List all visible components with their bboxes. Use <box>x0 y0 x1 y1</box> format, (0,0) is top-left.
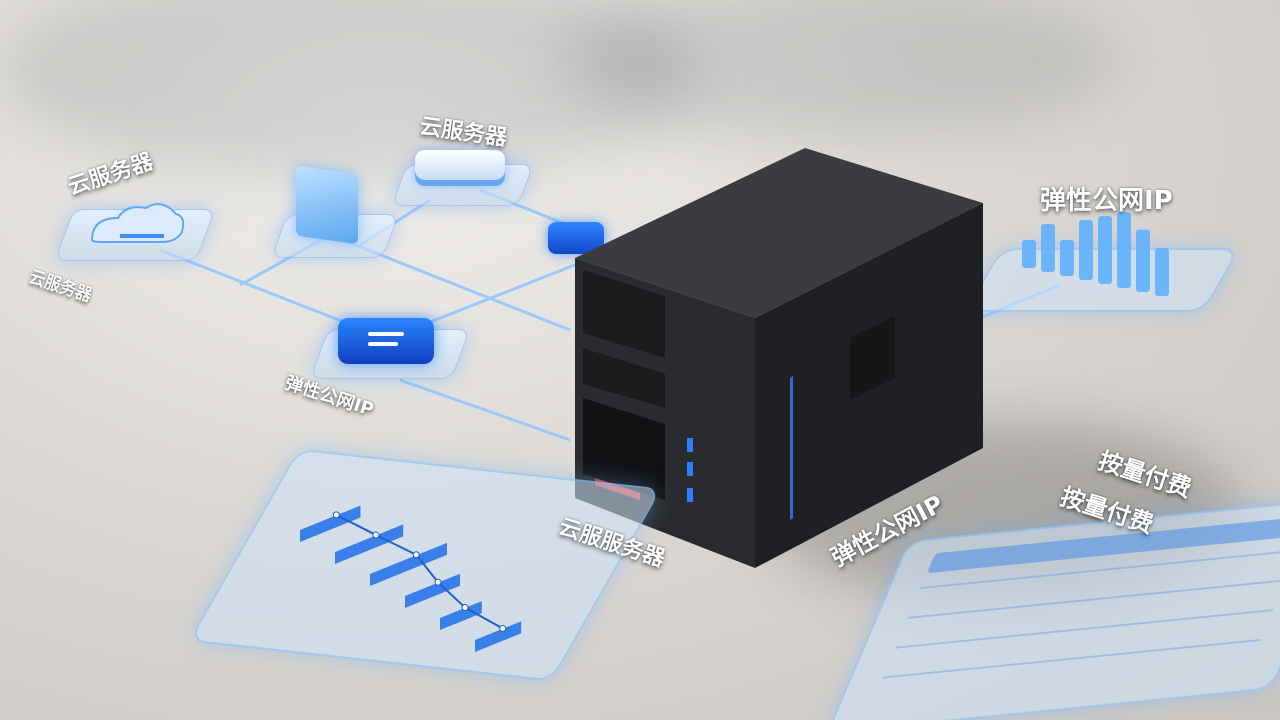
chart-bar <box>1136 229 1150 292</box>
chart-bar <box>1098 216 1112 284</box>
trend-point <box>332 511 340 519</box>
foliage-shadow <box>0 0 700 180</box>
chart-bar <box>1155 248 1169 296</box>
nas-server[interactable] <box>565 138 985 568</box>
chart-bar <box>1079 220 1093 280</box>
trend-point <box>434 578 442 586</box>
drive-bay <box>583 348 665 408</box>
chart-bar <box>300 505 361 542</box>
network-link <box>409 253 601 332</box>
trend-point <box>499 624 507 632</box>
nas-server-body <box>575 148 983 568</box>
chart-bar <box>1022 240 1036 268</box>
server-tile-icon <box>415 150 505 186</box>
usb-port <box>687 462 693 476</box>
drive-bay <box>583 270 665 358</box>
chart-bar <box>1117 212 1131 288</box>
foliage-shadow <box>560 0 1120 140</box>
chart-bar <box>335 524 404 564</box>
chart-bar <box>1041 224 1055 272</box>
trend-point <box>461 604 469 612</box>
table-row <box>881 638 1261 679</box>
chart-bar <box>405 573 460 608</box>
chart-bar <box>475 621 522 652</box>
side-vent <box>850 316 895 400</box>
led-strip <box>790 376 793 520</box>
chart-bar <box>440 601 482 630</box>
cloud-icon <box>90 203 185 243</box>
network-link <box>399 378 571 442</box>
trend-point <box>412 551 420 559</box>
label-elastic-ip-right: 弹性公网IP <box>1040 186 1173 216</box>
usb-port <box>687 488 693 502</box>
elastic-ip-icon <box>338 318 434 364</box>
chart-bar <box>1060 240 1074 276</box>
trend-point <box>372 531 380 539</box>
nas-top <box>575 148 983 318</box>
mesh-grille <box>583 398 665 500</box>
usb-port <box>687 438 693 452</box>
chart-bar <box>370 542 447 586</box>
trend-line <box>335 513 504 630</box>
